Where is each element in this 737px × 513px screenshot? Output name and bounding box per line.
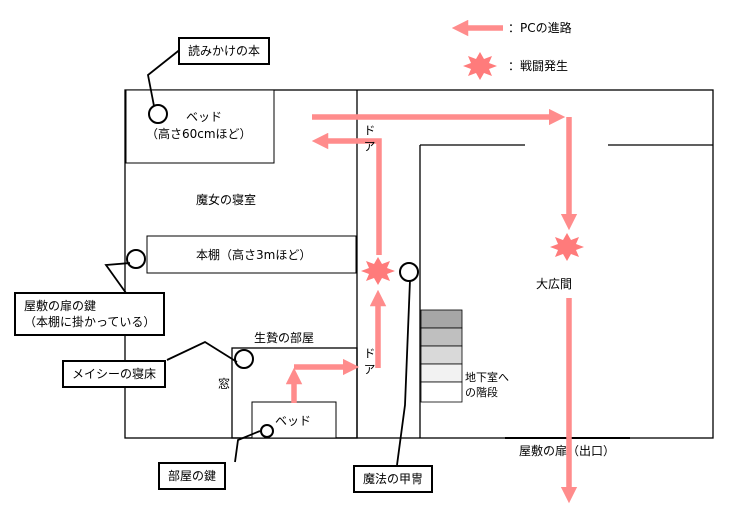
witch-bed-height: （高さ60cmほど） [146, 127, 252, 141]
door-lower-label: ド ア [362, 347, 376, 375]
key-marker [126, 249, 146, 269]
stair-step [420, 345, 463, 365]
hall-label: 大広間 [536, 277, 573, 291]
book-marker [148, 104, 168, 124]
leader-armor [396, 279, 411, 466]
window-label: 窓 [218, 377, 231, 391]
battle-burst-icon [550, 233, 584, 261]
leader-maisie-bed [166, 340, 238, 363]
stairs-label-2: の階段 [465, 386, 498, 399]
bookshelf [146, 235, 357, 274]
callout-key-line1: 屋敷の扉の鍵 [24, 299, 97, 313]
stair-step [420, 381, 463, 403]
callout-key-line2: （本棚に掛かっている） [24, 315, 156, 329]
callout-key: 屋敷の扉の鍵 （本棚に掛かっている） [14, 292, 166, 336]
stair-step [420, 327, 463, 347]
sacrifice-bed-label: ベッド [275, 414, 312, 428]
door-upper-label: ド ア [362, 124, 376, 152]
legend-path-label: ：PCの進路 [508, 21, 572, 35]
leader-book [147, 47, 183, 107]
stairs-label: 地下室へ [465, 371, 509, 384]
room-key-marker [260, 424, 274, 438]
stair-step [420, 309, 463, 329]
armor-marker [399, 262, 419, 282]
stair-step [420, 363, 463, 383]
exit-door-label: 屋敷の扉（出口） [519, 444, 616, 458]
callout-armor: 魔法の甲冑 [353, 465, 434, 493]
callout-maisie-bed: メイシーの寝床 [62, 360, 167, 388]
legend-battle-label: ：戦闘発生 [508, 59, 569, 73]
callout-room-key: 部屋の鍵 [158, 462, 227, 490]
witch-bed-label: ベッド [186, 110, 223, 124]
battle-burst-icon [361, 257, 395, 285]
leader-key [104, 262, 131, 294]
stairs [420, 309, 463, 403]
battle-burst-icon [463, 52, 497, 80]
callout-book: 読みかけの本 [178, 37, 271, 65]
leader-room-key [234, 430, 261, 463]
bookshelf-label: 本棚（高さ3mほど） [196, 248, 312, 262]
sacrifice-bed [251, 401, 337, 439]
witch-bed [125, 89, 275, 164]
maisie-bed-marker [234, 349, 254, 369]
sacrifice-room-label: 生贄の部屋 [254, 331, 315, 345]
path-arrow-corridor-up2 [311, 132, 382, 255]
witch-bedroom-label: 魔女の寝室 [196, 193, 257, 207]
